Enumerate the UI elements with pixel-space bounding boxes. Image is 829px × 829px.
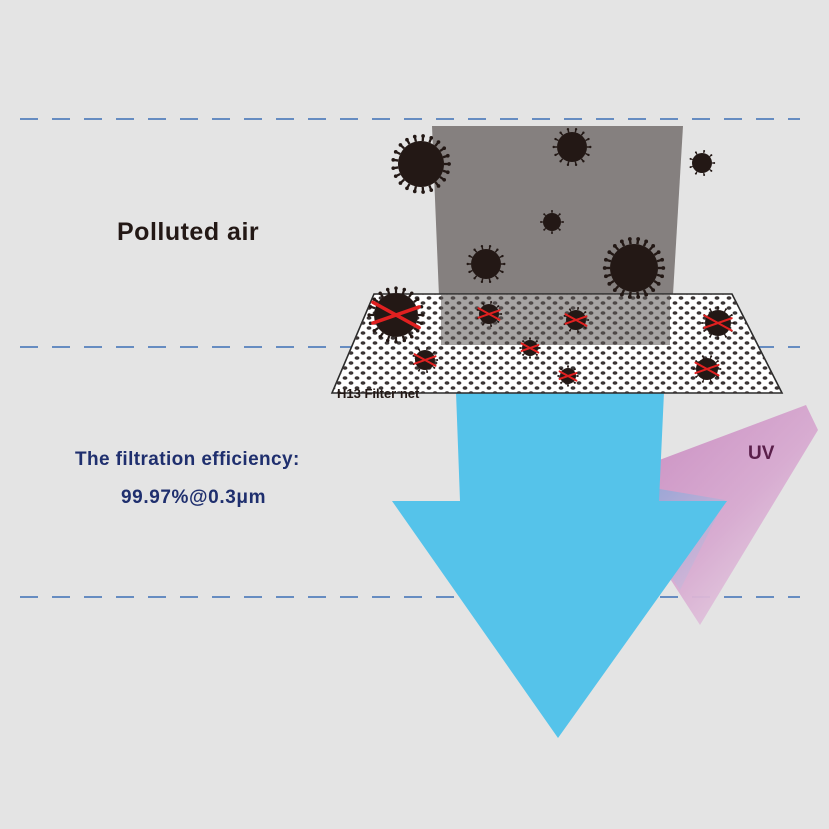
- virus-particle-icon: [689, 149, 716, 177]
- trapped-particle-icon: [563, 306, 590, 334]
- virus-particle-icon: [552, 127, 592, 167]
- polluted-air-label: Polluted air: [117, 218, 260, 246]
- polluted-air-stream: [432, 126, 683, 345]
- trapped-particle-icon: [476, 300, 503, 328]
- free-particles: [391, 127, 716, 299]
- trapped-particle-icon: [519, 337, 541, 359]
- trapped-particle-icon: [557, 365, 579, 387]
- trapped-particles: [367, 286, 735, 387]
- virus-particle-icon: [540, 210, 564, 234]
- trapped-particle-icon: [701, 306, 735, 340]
- virus-particle-icon: [602, 237, 666, 299]
- filtration-efficiency-label: The filtration efficiency:: [75, 449, 300, 470]
- trapped-particle-icon: [412, 346, 439, 374]
- virus-particle-icon: [466, 244, 506, 284]
- clean-air-arrow: [392, 392, 727, 738]
- trapped-particle-icon: [367, 286, 425, 344]
- trapped-particle-icon: [692, 355, 722, 383]
- filter-net-label: H13 Filter net: [337, 386, 420, 401]
- virus-particle-icon: [391, 134, 451, 194]
- uv-label: UV: [748, 443, 775, 464]
- filtration-efficiency-value: 99.97%@0.3μm: [121, 487, 267, 508]
